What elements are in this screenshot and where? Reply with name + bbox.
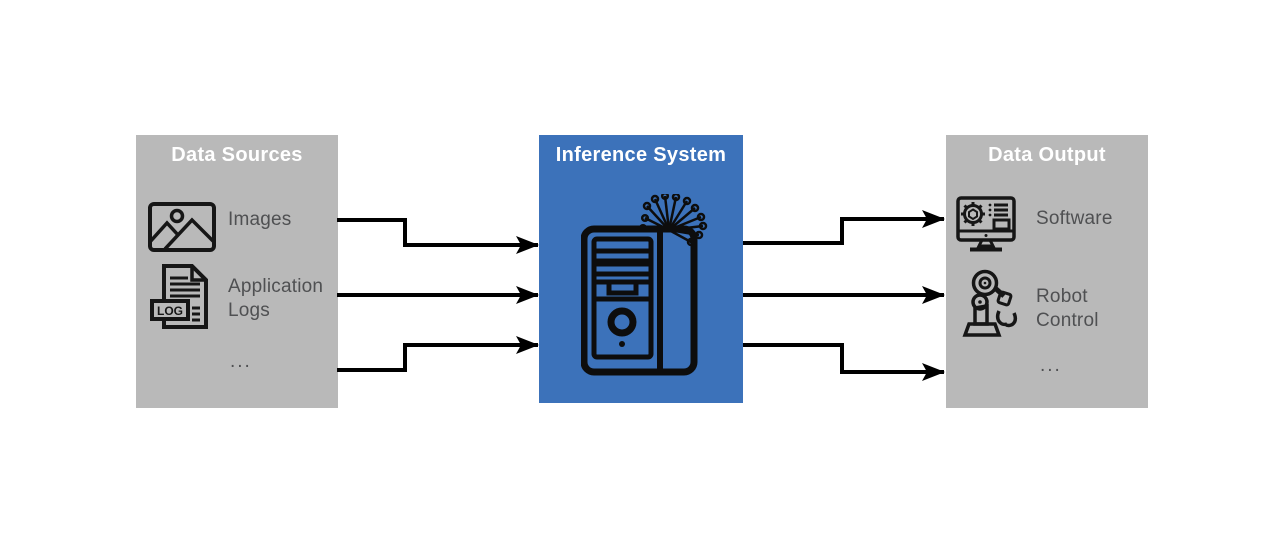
data-output-box: Data Output xyxy=(946,135,1148,408)
data-output-title: Data Output xyxy=(988,144,1106,166)
inference-system-title: Inference System xyxy=(555,144,727,166)
images-label: Images xyxy=(228,209,292,230)
sources-ellipsis-label: ... xyxy=(230,351,252,372)
data-sources-box: Data Sources Images xyxy=(136,135,338,408)
software-label: Software xyxy=(1036,208,1113,229)
software-monitor-icon xyxy=(956,196,1016,256)
arrow-other-to-inference xyxy=(337,336,539,372)
log-icon-text: LOG xyxy=(157,304,183,318)
computer-tower-with-network-icon xyxy=(581,194,713,376)
log-file-icon: LOG xyxy=(150,263,212,333)
arrow-inference-to-other xyxy=(743,343,945,381)
application-logs-label: Application Logs xyxy=(228,276,324,321)
robot-control-label: Robot Control xyxy=(1036,286,1099,331)
arrow-inference-to-software xyxy=(743,210,945,245)
image-icon xyxy=(148,202,216,252)
output-ellipsis-label: ... xyxy=(1040,355,1062,376)
data-sources-title: Data Sources xyxy=(171,144,303,166)
arrow-images-to-inference xyxy=(337,218,539,254)
robot-arm-icon xyxy=(954,265,1018,337)
